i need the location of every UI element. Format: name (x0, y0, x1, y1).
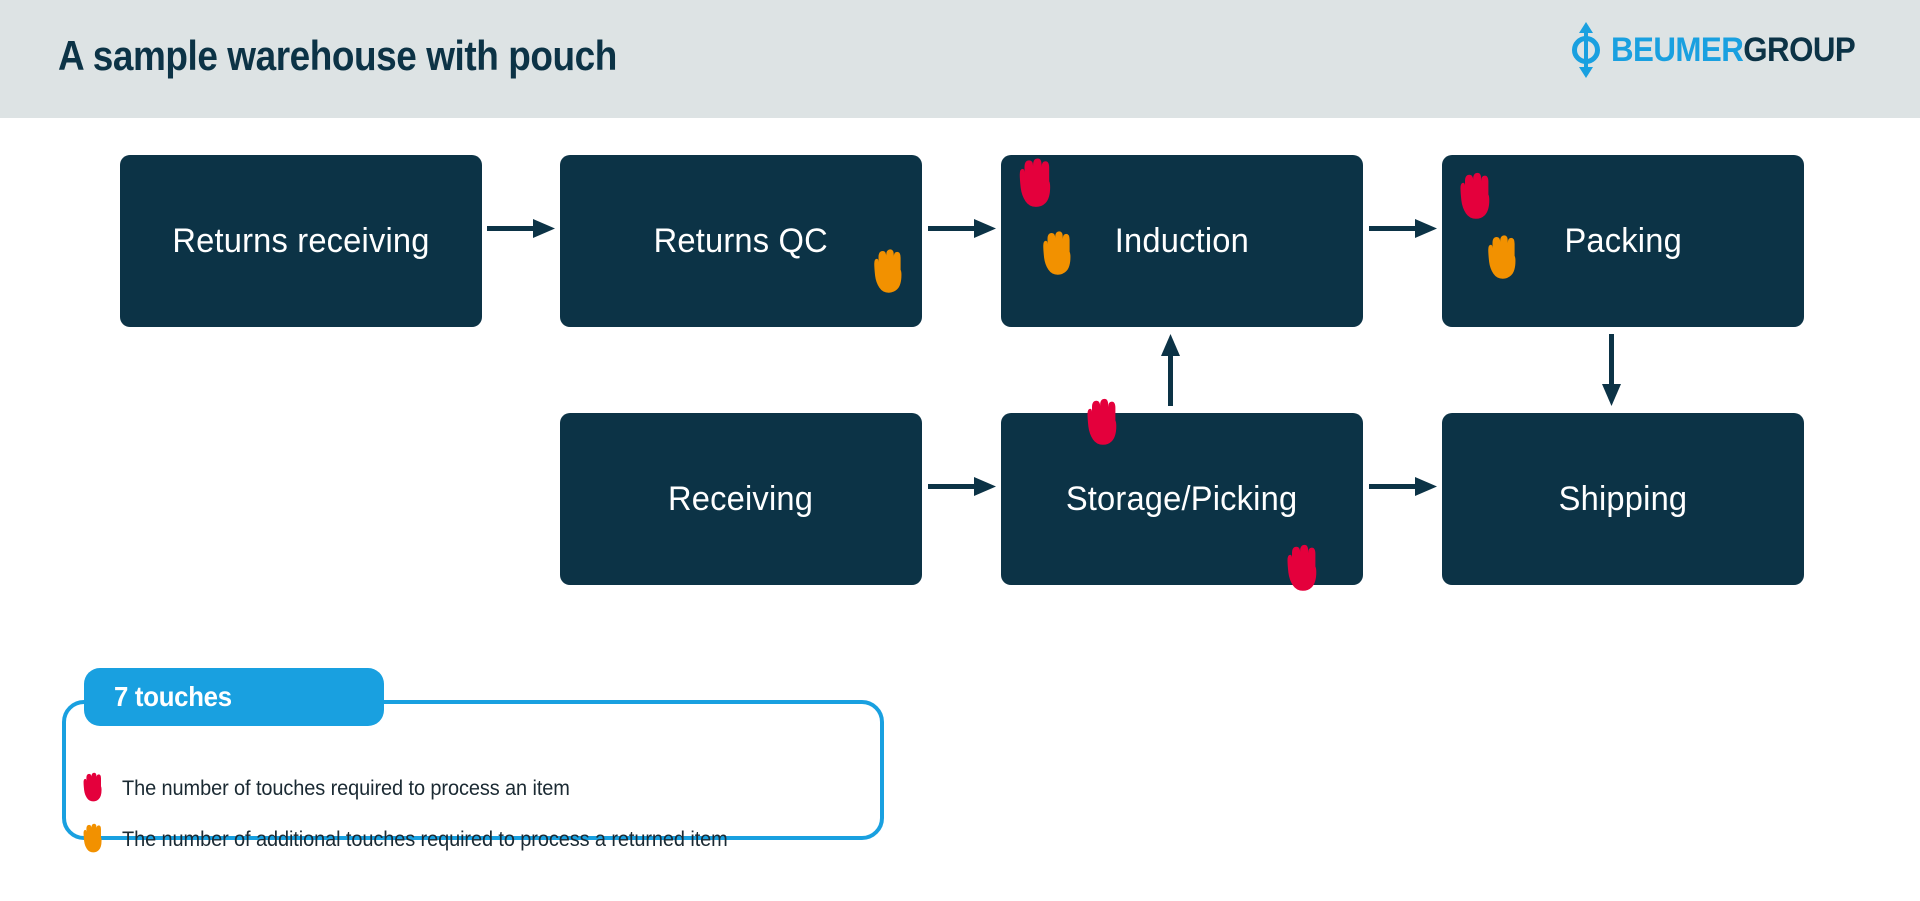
page-title: A sample warehouse with pouch (58, 32, 617, 79)
beumer-arrow-circle-logo-icon (1569, 22, 1603, 78)
legend-tab-label: 7 touches (114, 681, 232, 712)
hand-icon-red (80, 771, 104, 807)
flow-node-shipping[interactable]: Shipping (1442, 413, 1804, 585)
arrow-returns-receiving-to-returns-qc (487, 218, 555, 238)
logo-brand-primary: BEUMER (1610, 31, 1744, 69)
hand-icon-red (1456, 169, 1492, 229)
flow-node-label: Returns QC (653, 221, 829, 260)
arrow-storage-picking-to-induction (1160, 334, 1180, 406)
beumer-group-logo: BEUMERGROUP (1569, 22, 1876, 78)
legend-body: The number of touches required to proces… (62, 700, 884, 853)
hand-icon-orange (80, 822, 104, 858)
flow-node-returns-receiving[interactable]: Returns receiving (120, 155, 482, 327)
legend-item-orange: The number of additional touches require… (80, 822, 760, 858)
hand-icon-red (1083, 395, 1119, 455)
flow-node-label: Receiving (668, 479, 814, 518)
flow-node-packing[interactable]: Packing (1442, 155, 1804, 327)
flow-node-receiving[interactable]: Receiving (560, 413, 922, 585)
flow-node-label: Packing (1564, 221, 1682, 260)
arrow-receiving-to-storage-picking (928, 476, 996, 496)
logo-wordmark: BEUMERGROUP (1610, 31, 1856, 69)
hand-icon-red (1015, 155, 1053, 217)
legend-item-red: The number of touches required to proces… (80, 771, 593, 807)
legend-item-text: The number of touches required to proces… (122, 777, 570, 800)
hand-icon-orange (870, 245, 904, 303)
flow-node-label: Induction (1114, 221, 1250, 260)
flow-node-induction[interactable]: Induction (1001, 155, 1363, 327)
flow-node-label: Returns receiving (172, 221, 430, 260)
arrow-storage-picking-to-shipping (1369, 476, 1437, 496)
arrow-induction-to-packing (1369, 218, 1437, 238)
arrow-returns-qc-to-induction (928, 218, 996, 238)
flow-node-label: Shipping (1558, 479, 1688, 518)
hand-icon-orange (1484, 231, 1518, 289)
arrow-packing-to-shipping (1601, 334, 1621, 406)
flow-node-label: Storage/Picking (1066, 479, 1298, 518)
flow-node-storage-picking[interactable]: Storage/Picking (1001, 398, 1363, 591)
legend-tab: 7 touches (84, 668, 384, 726)
hand-icon-red (1283, 541, 1319, 601)
flow-node-returns-qc[interactable]: Returns QC (560, 155, 922, 327)
slide-header: A sample warehouse with pouch BEUMERGROU… (0, 0, 1920, 118)
hand-icon-orange (1039, 227, 1073, 285)
logo-brand-secondary: GROUP (1742, 31, 1856, 69)
legend-item-text: The number of additional touches require… (122, 828, 728, 851)
legend-panel: The number of touches required to proces… (62, 668, 884, 853)
